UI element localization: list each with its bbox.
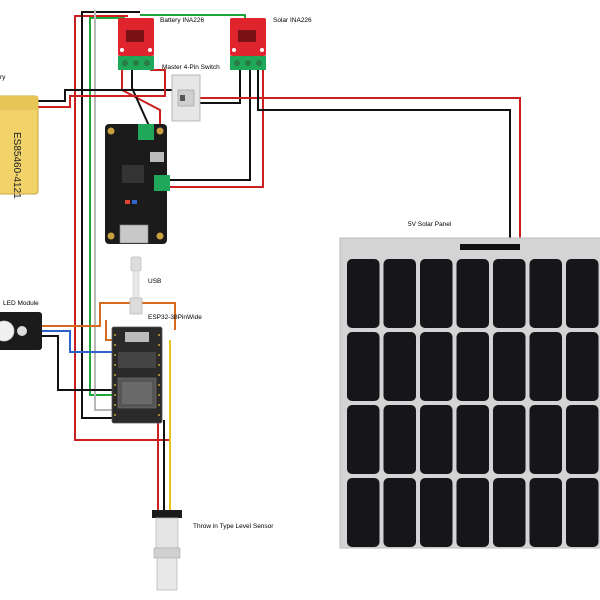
wire-black-solar-charger xyxy=(168,70,251,181)
led-module-label: LED Module xyxy=(3,300,39,307)
solar-ina226-label: Solar INA226 xyxy=(273,17,312,24)
wire-red-switch-long xyxy=(200,97,521,248)
solar-cell xyxy=(493,259,526,328)
solar-cell xyxy=(529,405,562,474)
solar-cell xyxy=(420,478,453,547)
solar-cell xyxy=(456,332,489,401)
wire-green-bus xyxy=(89,17,125,396)
wire-red-bat-charger xyxy=(121,70,161,130)
wire-red-battery xyxy=(38,69,166,108)
sensor-label: Throw in Type Level Sensor xyxy=(193,523,274,530)
wire-orange-esp xyxy=(105,320,114,341)
solar-panel: 5V Solar Panel xyxy=(339,221,600,549)
solar-cell xyxy=(493,478,526,547)
solar-cell xyxy=(420,405,453,474)
battery: ry ES85460-4121 xyxy=(0,74,39,199)
solar-cell xyxy=(529,478,562,547)
solar-cell xyxy=(566,405,599,474)
solar-cell xyxy=(383,478,416,547)
led-module: LED Module xyxy=(0,300,42,350)
wire-black-bat-charger xyxy=(131,70,151,129)
battery-ina226-label: Battery INA226 xyxy=(160,17,204,24)
solar-cell xyxy=(456,259,489,328)
solar-cell xyxy=(493,332,526,401)
solar-cell xyxy=(420,332,453,401)
switch-label: Master 4-Pin Switch xyxy=(162,64,220,71)
wire-blue-led xyxy=(40,330,114,353)
solar-cell xyxy=(493,405,526,474)
solar-cell xyxy=(566,259,599,328)
solar-cells xyxy=(347,259,599,547)
master-switch: Master 4-Pin Switch xyxy=(162,64,220,122)
esp32-label: ESP32-38PinWide xyxy=(148,314,202,321)
level-sensor: Throw in Type Level Sensor xyxy=(152,510,274,591)
solar-panel-label: 5V Solar Panel xyxy=(408,221,452,228)
battery-ina226-board: Battery INA226 xyxy=(118,17,204,70)
wire-black-panel xyxy=(257,70,511,248)
wire-gray xyxy=(94,10,114,411)
battery-text: ES85460-4121 xyxy=(11,132,22,199)
solar-cell xyxy=(456,478,489,547)
wire-black-battery xyxy=(38,89,180,102)
battery-label: ry xyxy=(0,74,6,81)
solar-cell xyxy=(566,478,599,547)
esp32-board: ESP32-38PinWide xyxy=(111,314,202,424)
solar-cell xyxy=(347,405,380,474)
usb-label: USB xyxy=(148,278,161,285)
wire-black-led xyxy=(40,335,114,391)
charger-module xyxy=(105,124,170,244)
solar-cell xyxy=(383,259,416,328)
solar-ina226-board: Solar INA226 xyxy=(230,17,312,70)
wire-black-outer xyxy=(81,11,140,419)
solar-cell xyxy=(383,332,416,401)
solar-cell xyxy=(529,259,562,328)
solar-cell xyxy=(347,259,380,328)
solar-cell xyxy=(383,405,416,474)
solar-cell xyxy=(529,332,562,401)
wire-black-switch-solar xyxy=(200,70,241,104)
solar-cell xyxy=(347,478,380,547)
solar-cell xyxy=(456,405,489,474)
solar-cell xyxy=(420,259,453,328)
wire-orange-led xyxy=(40,302,176,330)
solar-cell xyxy=(566,332,599,401)
usb-cable: USB xyxy=(129,256,161,315)
solar-cell xyxy=(347,332,380,401)
wires xyxy=(38,10,521,512)
